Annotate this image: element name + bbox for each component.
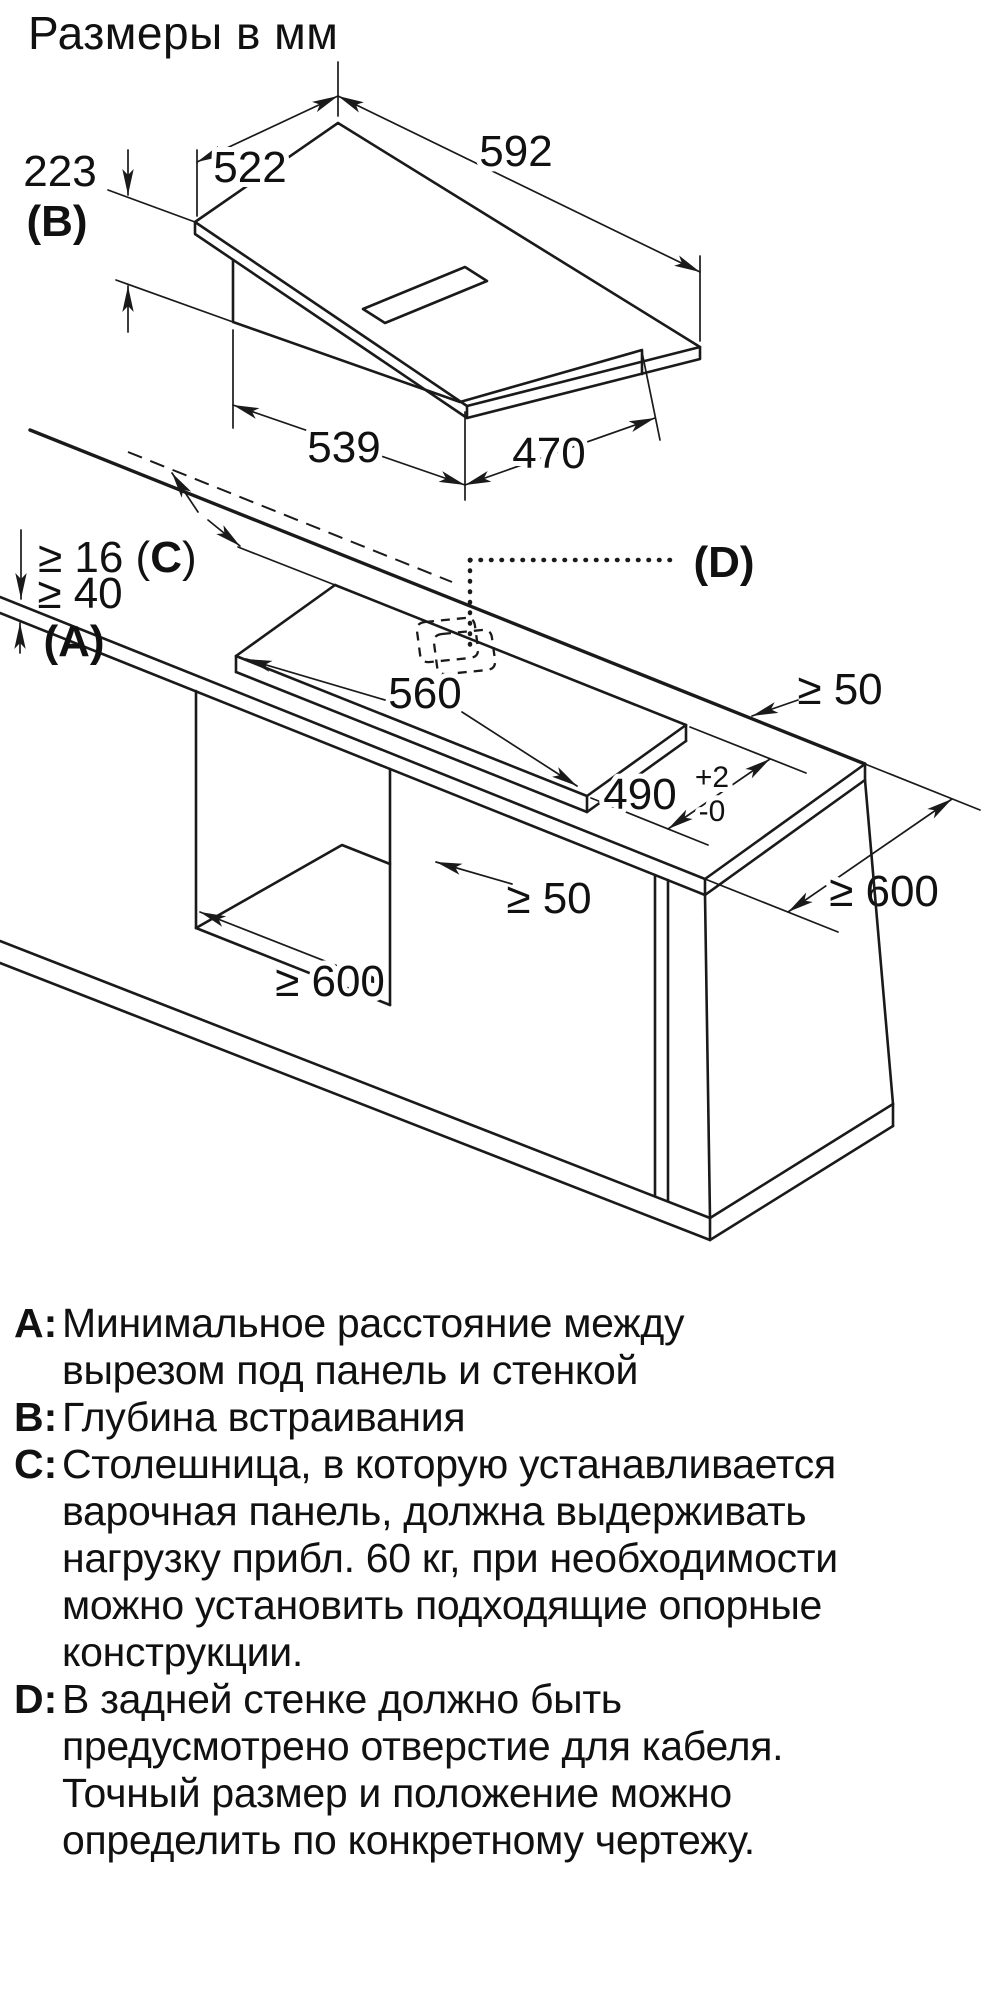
dim-front-clearance-50: ≥ 50: [435, 861, 597, 928]
install-depth-ref-label: (B): [26, 197, 87, 246]
legend-key: B:: [14, 1394, 58, 1440]
vent-slot: [361, 265, 489, 325]
legend-line: определить по конкретному чертежу.: [62, 1817, 755, 1863]
side-clearance-label: ≥ 50: [797, 665, 882, 714]
legend-line: В задней стенке должно быть: [62, 1676, 622, 1722]
legend-line: Глубина встраивания: [62, 1394, 466, 1440]
legend-key: C:: [14, 1441, 58, 1487]
worktop-outline: [0, 428, 867, 897]
legend-line: Столешница, в которую устанавливается: [62, 1441, 836, 1487]
cable-hole-ref-label: (D): [693, 538, 754, 587]
dim-cutout-width-560: 560: [245, 658, 578, 787]
worktop-thickness-label: ≥ 16 (C): [38, 533, 197, 582]
wall-distance-ref-label: (A): [43, 617, 104, 666]
legend-line: нагрузку прибл. 60 кг, при необходимости: [62, 1535, 838, 1581]
cabinet-outline: [0, 689, 895, 1242]
legend-key: A:: [14, 1300, 58, 1346]
hob-dimension-drawing: 522 592 223 (B) 539 470: [23, 61, 702, 501]
install-depth-label: 223: [23, 147, 96, 196]
legend-key: D:: [14, 1676, 58, 1722]
legend-line: предусмотрено отверстие для кабеля.: [62, 1723, 784, 1769]
legend-line: варочная панель, должна выдерживать: [62, 1488, 807, 1534]
legend-line: конструкции.: [62, 1629, 303, 1675]
dim-side-clearance-50: ≥ 50: [751, 665, 883, 717]
cable-hole: [415, 616, 497, 676]
dim-worktop-depth-600: ≥ 600: [704, 763, 981, 933]
dim-top-depth-522: 522: [196, 61, 339, 217]
cabinet-width-label: ≥ 600: [275, 957, 385, 1006]
thickness-suffix: ): [182, 533, 197, 582]
top-width-label: 592: [479, 127, 552, 176]
legend-line: Минимальное расстояние между: [62, 1300, 685, 1346]
installation-drawing: (D) ≥ 16 (C) ≥ 40 (A) 560 490 +2 -0 ≥ 50…: [0, 428, 981, 1242]
legend: A: Минимальное расстояние между вырезом …: [14, 1300, 994, 1864]
legend-line: Точный размер и положение можно: [62, 1770, 732, 1816]
worktop-depth-label: ≥ 600: [829, 867, 939, 916]
legend-item-d: D: В задней стенке должно быть предусмот…: [14, 1676, 994, 1864]
thickness-prefix: ≥ 16 (: [38, 533, 151, 582]
dim-cabinet-width-600: ≥ 600: [199, 911, 390, 1011]
dim-wall-distance-40A: ≥ 40 (A): [37, 472, 336, 666]
dim-worktop-thickness-16C: ≥ 16 (C): [14, 529, 197, 654]
legend-line: можно установить подходящие опорные: [62, 1582, 823, 1628]
legend-line: вырезом под панель и стенкой: [62, 1347, 639, 1393]
cutout-depth-label: 490: [603, 770, 676, 819]
cutout-depth-tol-plus: +2: [695, 761, 729, 794]
cutout-depth-tol-minus: -0: [699, 795, 726, 828]
cutout-width-label: 560: [388, 669, 461, 718]
front-clearance-label: ≥ 50: [506, 874, 591, 923]
legend-item-a: A: Минимальное расстояние между вырезом …: [14, 1300, 994, 1394]
legend-item-c: C: Столешница, в которую устанавливается…: [14, 1441, 994, 1676]
dim-body-width-539: 539: [232, 329, 466, 501]
dim-install-depth-223: 223 (B): [23, 147, 234, 333]
body-width-label: 539: [307, 423, 380, 472]
callout-cable-hole-D: (D): [467, 538, 755, 651]
top-depth-label: 522: [213, 143, 286, 192]
legend-item-b: B: Глубина встраивания: [14, 1394, 994, 1441]
wall-distance-label: ≥ 40: [37, 569, 122, 618]
dim-top-width-592: 592: [337, 95, 701, 342]
dim-cutout-depth-490: 490 +2 -0: [590, 726, 807, 846]
page-title: Размеры в мм: [28, 7, 339, 59]
cutout-outline: [234, 583, 688, 814]
dim-body-depth-470: 470: [464, 351, 661, 486]
thickness-key: C: [150, 533, 182, 582]
body-depth-label: 470: [512, 429, 585, 478]
